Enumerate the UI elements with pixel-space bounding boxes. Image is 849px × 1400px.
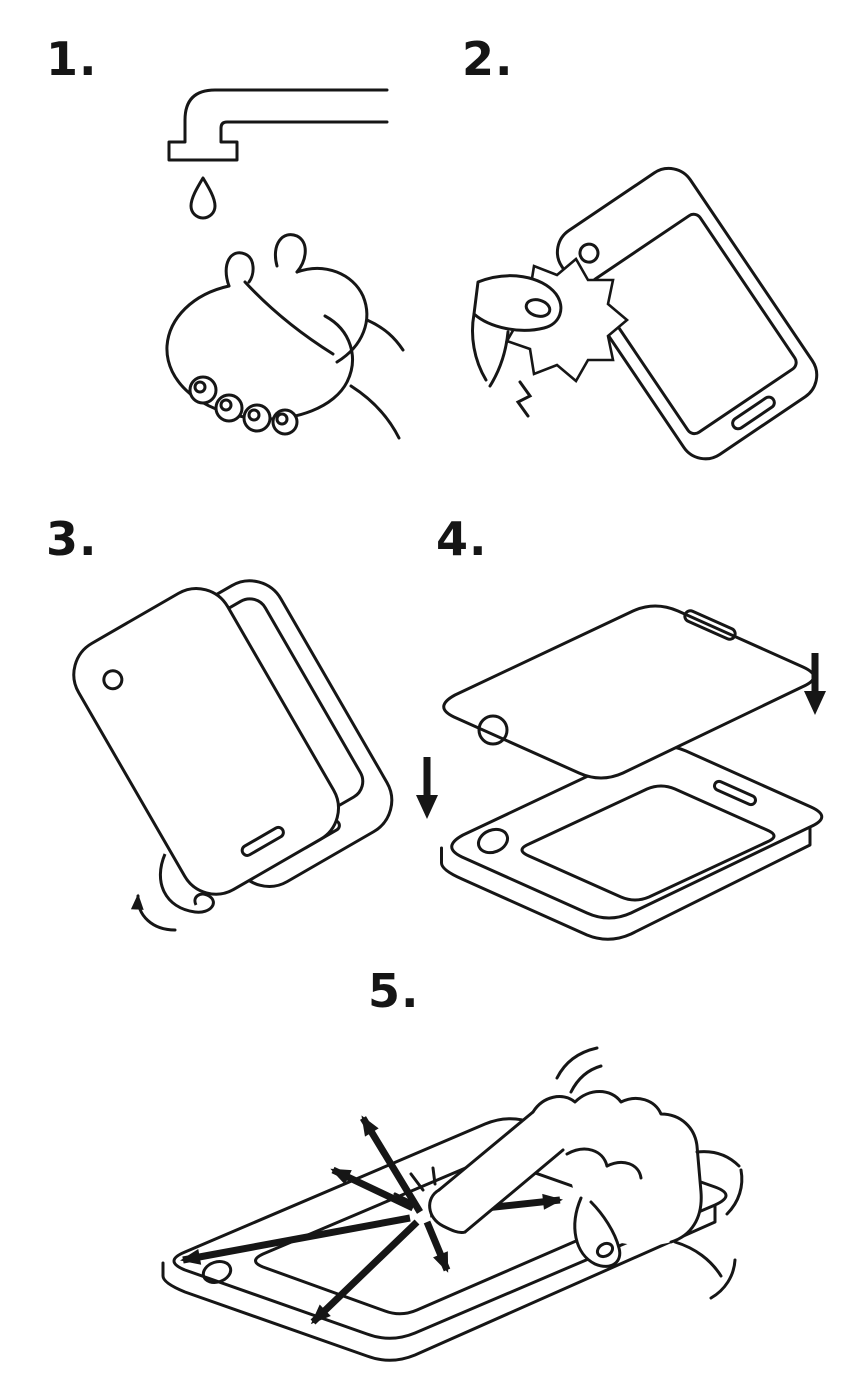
wipe-screen-illustration (471, 166, 819, 461)
step-1-number: 1. (46, 32, 98, 86)
wash-hands-illustration (165, 88, 405, 440)
phone-illustration (440, 744, 824, 941)
protector-front-sheet (72, 587, 340, 896)
down-arrow-right-icon (804, 653, 826, 715)
step-5-number: 5. (368, 964, 420, 1018)
faucet-icon (167, 88, 389, 162)
water-drop-icon (189, 176, 217, 220)
apply-protector-illustration (416, 604, 826, 941)
step-4-number: 4. (436, 512, 488, 566)
press-burst-icon (393, 1166, 437, 1204)
thumb-icon (471, 274, 563, 388)
step-2-number: 2. (462, 32, 514, 86)
peel-arrow-icon (130, 893, 177, 932)
hands-icon (165, 233, 405, 440)
cloth-fold-line (515, 380, 533, 418)
smooth-bubbles-illustration (161, 1046, 744, 1362)
motion-lines-icon (555, 1046, 744, 1300)
step-3-number: 3. (46, 512, 98, 566)
protector-sheet (442, 604, 816, 780)
hand-icon (428, 1090, 741, 1278)
step-1-figure (85, 82, 405, 502)
step-3-figure (25, 552, 425, 952)
step-2-figure (460, 150, 820, 480)
step-4-figure (405, 545, 835, 955)
peel-curl-icon (159, 853, 215, 914)
step-5-figure (105, 1022, 745, 1392)
peel-backing-illustration (72, 579, 394, 932)
phone-illustration (555, 166, 819, 461)
down-arrow-left-icon (416, 757, 438, 819)
